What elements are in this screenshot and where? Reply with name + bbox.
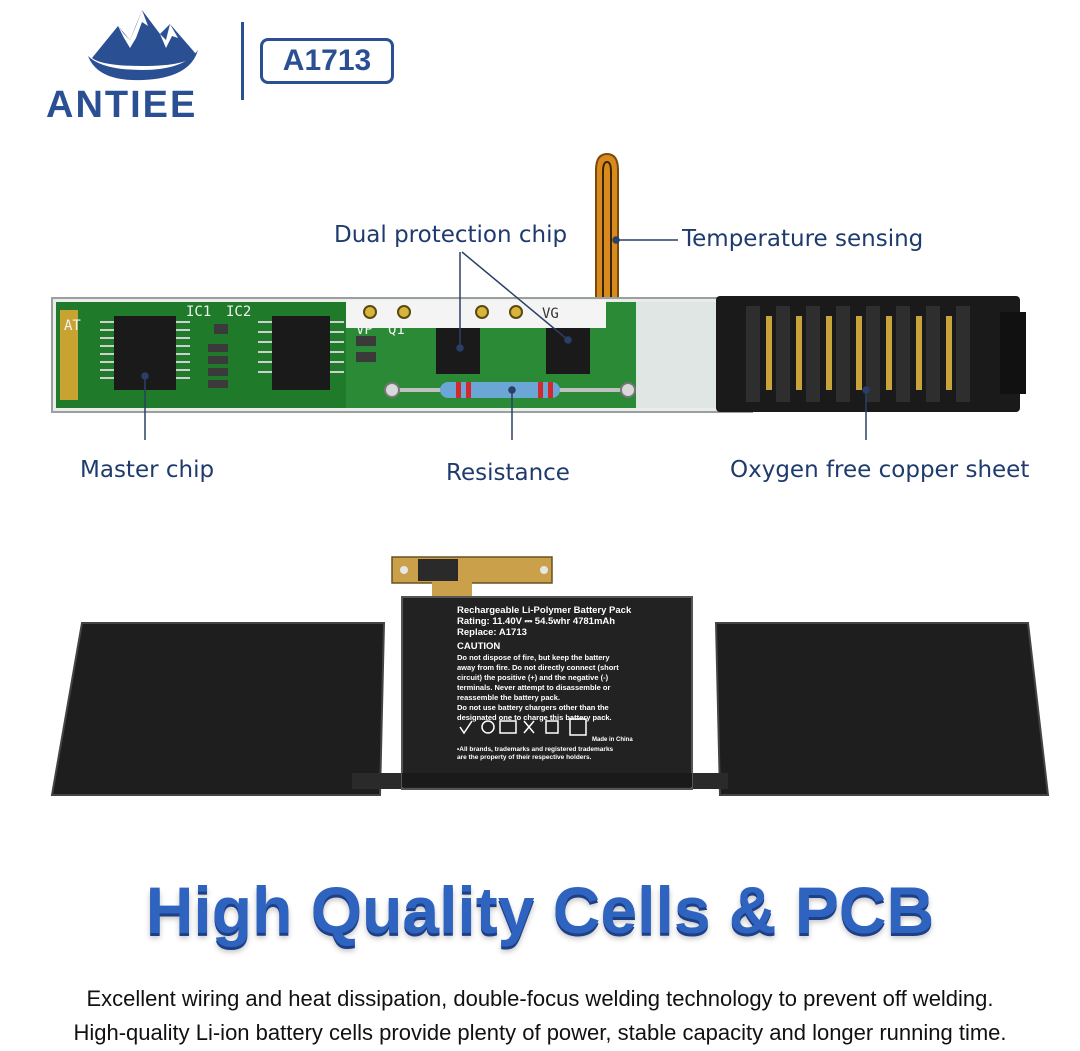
- gold-pads: [60, 310, 78, 400]
- leader-lines: [141, 236, 870, 440]
- caution-line: designated one to charge this battery pa…: [457, 713, 612, 722]
- silkscreen-labels: AT IC1 IC2 VP Q1 VG: [64, 304, 559, 338]
- smd-components: [208, 324, 376, 388]
- battery-pack-illustration: Rechargeable Li-Polymer Battery Pack Rat…: [50, 556, 1050, 796]
- brand-divider: [241, 22, 244, 100]
- battery-flex-connector: [391, 556, 553, 599]
- caution-line: Do not dispose of fire, but keep the bat…: [457, 653, 610, 662]
- caution-line: away from fire. Do not directly connect …: [457, 663, 619, 672]
- copper-connector: [716, 296, 1026, 412]
- battery-label-caution: CAUTION: [457, 641, 500, 652]
- callout-resistance: Resistance: [446, 460, 570, 486]
- pcb-illustration: AT IC1 IC2 VP Q1 VG: [51, 152, 1026, 440]
- headline: High Quality Cells & PCB: [145, 873, 935, 947]
- battery-label-replace: Replace: A1713: [457, 627, 527, 638]
- callout-dual-protection-chip: Dual protection chip: [334, 222, 568, 248]
- trademark-line: are the property of their respective hol…: [457, 754, 592, 761]
- gold-vias: [363, 305, 523, 319]
- mountain-logo-icon: [88, 10, 198, 81]
- brand-logo: [78, 4, 208, 82]
- callout-temperature-sensing: Temperature sensing: [682, 226, 924, 252]
- battery-cell-left: [50, 622, 386, 796]
- caution-line: circuit) the positive (+) and the negati…: [457, 673, 609, 682]
- caution-line: terminals. Never attempt to disassemble …: [457, 683, 610, 692]
- model-badge: A1713: [260, 38, 394, 84]
- battery-cell-right: [714, 622, 1050, 796]
- callout-master-chip: Master chip: [80, 457, 215, 483]
- silk-ic1: IC1: [186, 304, 211, 320]
- protection-chip-2: [546, 328, 590, 374]
- battery-label-rating: Rating: 11.40V ⎓ 54.5whr 4781mAh: [457, 616, 615, 627]
- battery-label-made-in: Made in China: [592, 737, 633, 743]
- battery-label-title: Rechargeable Li-Polymer Battery Pack: [457, 605, 632, 616]
- silk-q1: Q1: [388, 322, 405, 338]
- secondary-chip: [258, 316, 344, 390]
- caution-line: Do not use battery chargers other than t…: [457, 703, 609, 712]
- callout-oxygen-free-copper-sheet: Oxygen free copper sheet: [730, 457, 1030, 483]
- description-line-2: High-quality Li-ion battery cells provid…: [73, 1020, 1007, 1045]
- temperature-sensor-flex: [595, 152, 619, 311]
- trademark-line: •All brands, trademarks and registered t…: [457, 746, 614, 753]
- certification-marks-icon: [459, 718, 587, 736]
- description-line-1: Excellent wiring and heat dissipation, d…: [86, 986, 994, 1011]
- silk-ic2: IC2: [226, 304, 251, 320]
- silk-vp: VP: [356, 322, 373, 338]
- battery-cell-middle: [401, 596, 693, 790]
- silk-at: AT: [64, 318, 81, 334]
- silk-vg: VG: [542, 306, 559, 322]
- brand-name: ANTIEE: [46, 84, 198, 126]
- caution-line: reassemble the battery pack.: [457, 693, 560, 702]
